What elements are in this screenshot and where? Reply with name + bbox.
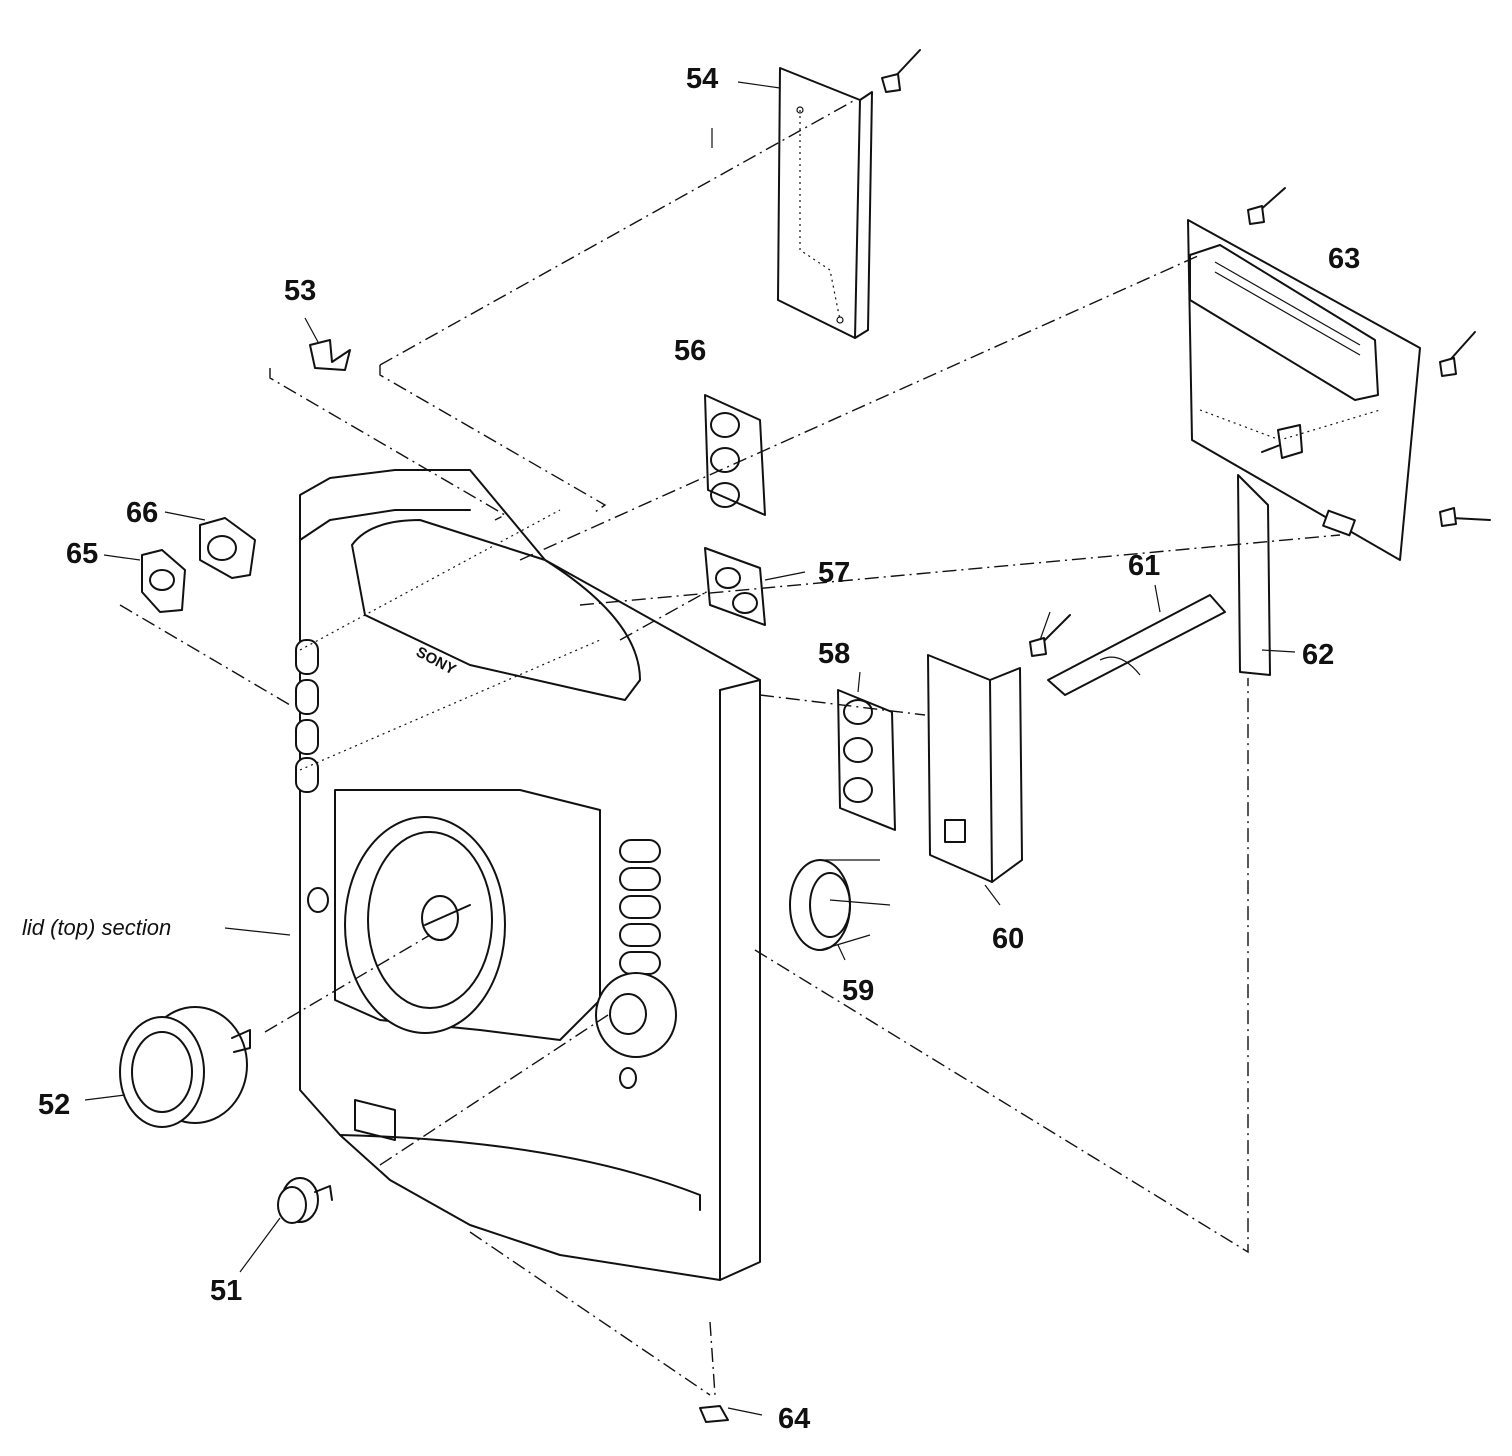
part-66-bracket bbox=[199, 517, 256, 579]
part-62-flat-cable bbox=[1237, 474, 1271, 676]
label-66: 66 bbox=[126, 497, 158, 529]
label-51: 51 bbox=[210, 1275, 242, 1307]
jog-dial-ring bbox=[344, 816, 506, 1034]
volume-knob-seat bbox=[595, 972, 677, 1089]
part-58-switch-cluster bbox=[837, 689, 896, 831]
part-53-bracket bbox=[309, 339, 351, 371]
front-panel: SONY bbox=[295, 469, 761, 1281]
part-51-knob bbox=[277, 1177, 333, 1224]
part-60-small-board bbox=[927, 614, 1071, 883]
part-57-switch-cluster bbox=[704, 547, 766, 626]
label-56: 56 bbox=[674, 335, 706, 367]
label-60: 60 bbox=[992, 923, 1024, 955]
assembly-lines bbox=[119, 99, 1381, 1396]
label-64: 64 bbox=[778, 1403, 810, 1435]
label-57: 57 bbox=[818, 557, 850, 589]
part-61-flat-cable bbox=[1047, 594, 1226, 696]
section-caption: lid (top) section bbox=[22, 915, 171, 940]
label-58: 58 bbox=[818, 638, 850, 670]
part-54-board bbox=[777, 49, 921, 339]
part-52-knob bbox=[119, 1006, 251, 1128]
left-button-column bbox=[295, 639, 329, 913]
label-52: 52 bbox=[38, 1089, 70, 1121]
leader-lines bbox=[84, 81, 1296, 1416]
right-button-column bbox=[619, 839, 661, 975]
part-labels: 54 63 53 56 66 65 57 61 62 58 60 59 52 5… bbox=[22, 63, 1360, 1435]
lid-top-section bbox=[351, 519, 641, 701]
label-63: 63 bbox=[1328, 243, 1360, 275]
part-59-encoder bbox=[789, 859, 891, 951]
label-61: 61 bbox=[1128, 550, 1160, 582]
label-62: 62 bbox=[1302, 639, 1334, 671]
label-53: 53 bbox=[284, 275, 316, 307]
label-65: 65 bbox=[66, 538, 98, 570]
part-64-pad bbox=[699, 1405, 729, 1423]
part-65-bracket bbox=[141, 549, 186, 613]
part-63-display-board bbox=[1187, 187, 1491, 561]
part-56-switch-cluster bbox=[704, 394, 766, 516]
label-59: 59 bbox=[842, 975, 874, 1007]
label-54: 54 bbox=[686, 63, 718, 95]
